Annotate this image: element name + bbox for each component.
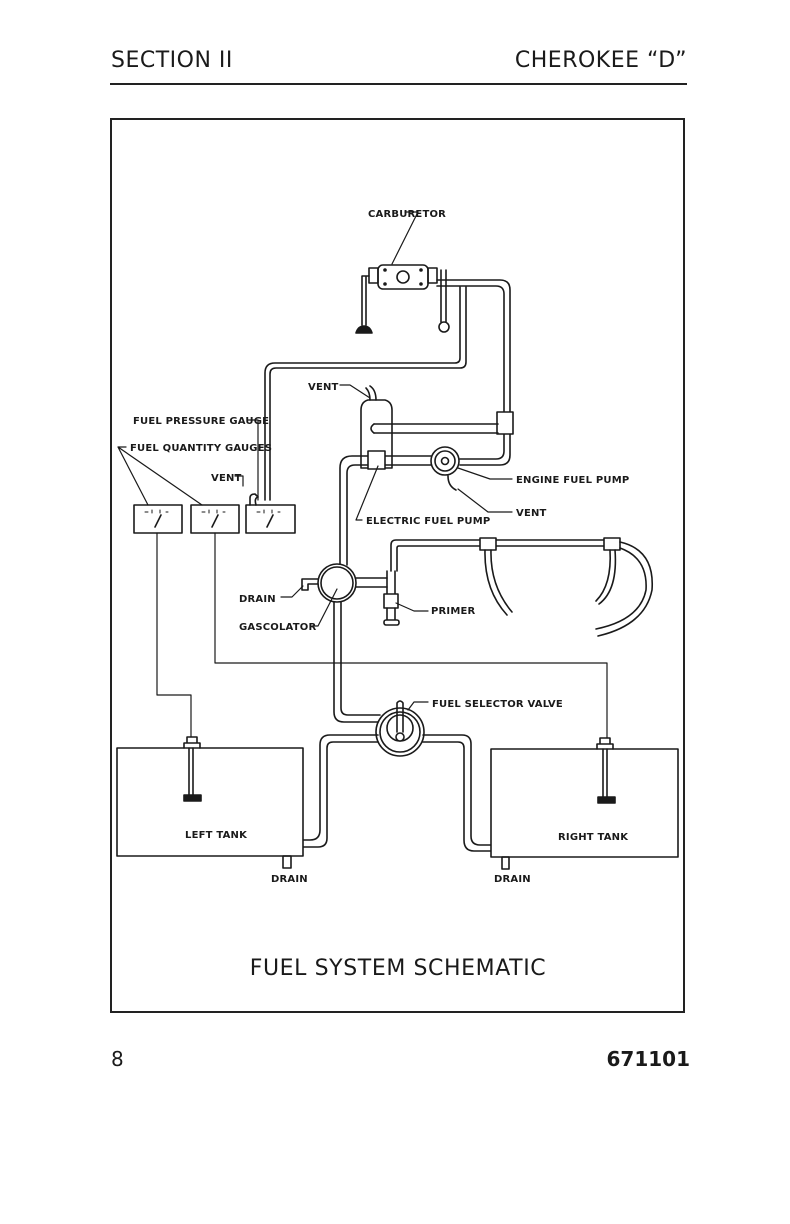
section-heading: SECTION II bbox=[111, 48, 233, 73]
label-engine-fuel-pump: ENGINE FUEL PUMP bbox=[516, 475, 629, 486]
engine-fuel-pump bbox=[430, 446, 460, 491]
pipe-selector-to-right-tank bbox=[422, 734, 493, 852]
fuel-pressure-gauge bbox=[245, 493, 296, 534]
label-vent-filter: VENT bbox=[308, 382, 339, 393]
label-vent-gauge: VENT bbox=[211, 473, 242, 484]
pipe-pressure-gauge-line bbox=[264, 286, 467, 501]
label-vent-pump: VENT bbox=[516, 508, 547, 519]
carburetor bbox=[355, 264, 450, 334]
pipe-selector-to-left-tank bbox=[301, 734, 379, 848]
label-fuel-selector-valve: FUEL SELECTOR VALVE bbox=[432, 699, 563, 710]
right-tank bbox=[490, 737, 679, 870]
figure-title: FUEL SYSTEM SCHEMATIC bbox=[250, 956, 547, 981]
label-drain-gascolator: DRAIN bbox=[239, 594, 276, 605]
label-drain-right: DRAIN bbox=[494, 874, 531, 885]
label-fuel-quantity-gauges: FUEL QUANTITY GAUGES bbox=[130, 443, 272, 454]
label-gascolator: GASCOLATOR bbox=[239, 622, 316, 633]
sender-wires bbox=[156, 532, 608, 739]
fuel-selector-valve bbox=[375, 700, 425, 757]
gascolator bbox=[301, 563, 388, 603]
label-right-tank: RIGHT TANK bbox=[558, 832, 629, 843]
figure-frame bbox=[110, 118, 685, 1013]
pipe-gascolator-to-selector bbox=[333, 601, 381, 723]
leader-lines bbox=[117, 211, 513, 711]
label-electric-fuel-pump: ELECTRIC FUEL PUMP bbox=[366, 516, 490, 527]
pipe-electric-pump bbox=[339, 450, 432, 566]
model-heading: CHEROKEE “D” bbox=[514, 48, 687, 73]
fuel-quantity-gauge-left bbox=[133, 504, 183, 534]
label-carburetor: CARBURETOR bbox=[368, 209, 446, 220]
primer bbox=[383, 537, 653, 637]
document-number: 671101 bbox=[606, 1047, 691, 1071]
header-rule bbox=[110, 83, 687, 85]
label-fuel-pressure-gauge: FUEL PRESSURE GAUGE bbox=[133, 416, 269, 427]
label-primer: PRIMER bbox=[431, 606, 476, 617]
left-tank bbox=[116, 736, 304, 869]
pipe-carb-to-pump bbox=[436, 279, 514, 466]
label-drain-left: DRAIN bbox=[271, 874, 308, 885]
fuel-quantity-gauge-right bbox=[190, 504, 240, 534]
label-left-tank: LEFT TANK bbox=[185, 830, 248, 841]
page-number: 8 bbox=[111, 1047, 124, 1071]
